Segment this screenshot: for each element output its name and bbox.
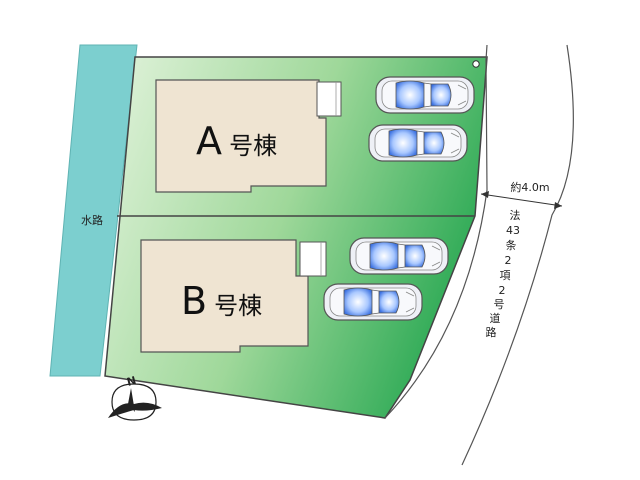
building-a-letter: A [196, 119, 222, 163]
building-b-letter: B [181, 279, 207, 323]
road-type-char-6: 号 [494, 298, 505, 311]
road-type-char-4: 項 [500, 269, 511, 282]
road-boundary-left [384, 44, 488, 419]
svg-text:A 号棟: A 号棟 [196, 119, 277, 163]
road-type-char-1: 43 [506, 224, 520, 237]
road-width-label: 約4.0m [510, 180, 549, 194]
car-b2 [323, 283, 423, 321]
svg-text:B 号棟: B 号棟 [181, 279, 262, 323]
boundary-marker [472, 60, 480, 68]
car-a1 [375, 76, 475, 114]
car-b1 [349, 237, 449, 275]
road-type-char-0: 法 [510, 208, 521, 222]
road-type-char-3: 2 [505, 254, 512, 267]
road-type-char-8: 路 [486, 326, 497, 339]
compass-north-label: N [125, 374, 137, 389]
compass-icon: N [108, 374, 162, 421]
road-boundary-right [461, 44, 574, 466]
road-type-char-2: 条 [506, 238, 517, 252]
building-b [140, 239, 309, 353]
road-width-dimension [480, 193, 563, 207]
road-type-label: 法 43 条 2 項 2 号 道 路 [486, 208, 521, 339]
water-channel [49, 44, 138, 377]
building-b-suffix: 号棟 [214, 292, 262, 320]
water-label: 水路 [81, 214, 103, 227]
building-a-suffix: 号棟 [229, 132, 277, 160]
road-type-char-5: 2 [499, 284, 506, 297]
building-a-entrance [316, 81, 342, 117]
building-b-entrance [299, 241, 327, 277]
road-type-char-7: 道 [490, 311, 501, 325]
car-a2 [368, 124, 468, 162]
